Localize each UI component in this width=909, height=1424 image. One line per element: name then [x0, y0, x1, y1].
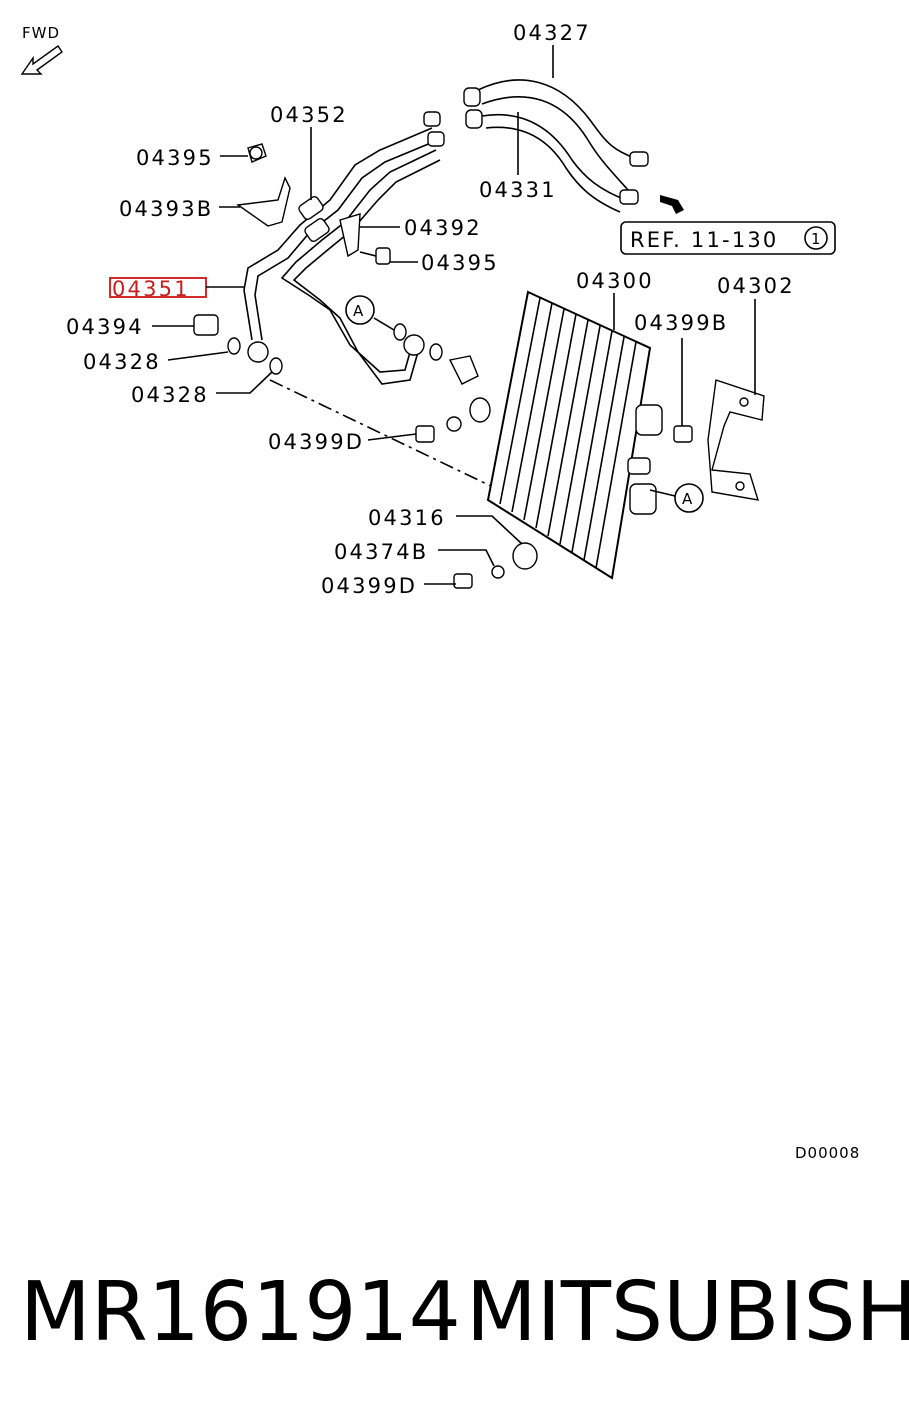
oil-hoses — [463, 79, 649, 213]
callout-04331[interactable]: 04331 — [479, 178, 557, 202]
ref-marker-a-left: A — [345, 295, 395, 331]
callout-04302[interactable]: 04302 — [717, 274, 795, 298]
fwd-label: FWD — [22, 24, 60, 42]
ref-arrow-icon — [660, 195, 684, 214]
ref-circle-number: 1 — [811, 230, 822, 248]
callout-04399d-upper[interactable]: 04399D — [268, 430, 364, 454]
callout-04351[interactable]: 04351 — [112, 277, 190, 301]
oil-cooler-tubes — [243, 111, 445, 385]
callout-04395-mid[interactable]: 04395 — [421, 251, 499, 275]
callout-04328-upper[interactable]: 04328 — [83, 350, 161, 374]
callout-04399b[interactable]: 04399B — [634, 311, 728, 335]
ref-marker-a-left-label: A — [353, 302, 364, 320]
callouts: 04327 04352 04395 04331 04393B 04392 043… — [66, 21, 795, 598]
callout-04328-lower[interactable]: 04328 — [131, 383, 209, 407]
callout-04392[interactable]: 04392 — [404, 216, 482, 240]
callout-04352[interactable]: 04352 — [270, 103, 348, 127]
brand-name: MITSUBISHI — [466, 1265, 909, 1360]
callout-04394[interactable]: 04394 — [66, 315, 144, 339]
ref-marker-a-right-label: A — [682, 490, 693, 508]
callout-04300[interactable]: 04300 — [576, 269, 654, 293]
fwd-indicator: FWD — [20, 24, 63, 75]
ref-box[interactable]: REF. 11-130 1 — [620, 195, 836, 255]
cooler-bracket — [707, 379, 765, 501]
callout-04395-top[interactable]: 04395 — [136, 146, 214, 170]
callout-04316[interactable]: 04316 — [368, 506, 446, 530]
callout-04399d-lower[interactable]: 04399D — [321, 574, 417, 598]
fwd-arrow-icon — [20, 45, 63, 75]
callout-04374b[interactable]: 04374B — [334, 540, 428, 564]
callout-04393b[interactable]: 04393B — [119, 197, 213, 221]
small-hardware — [193, 143, 693, 589]
ref-marker-a-right: A — [649, 483, 704, 513]
diagram-code: D00008 — [795, 1144, 860, 1162]
callout-04327[interactable]: 04327 — [513, 21, 591, 45]
oil-cooler — [486, 290, 663, 580]
part-number: MR161914 — [20, 1265, 461, 1360]
ref-label: REF. 11-130 — [630, 228, 779, 252]
